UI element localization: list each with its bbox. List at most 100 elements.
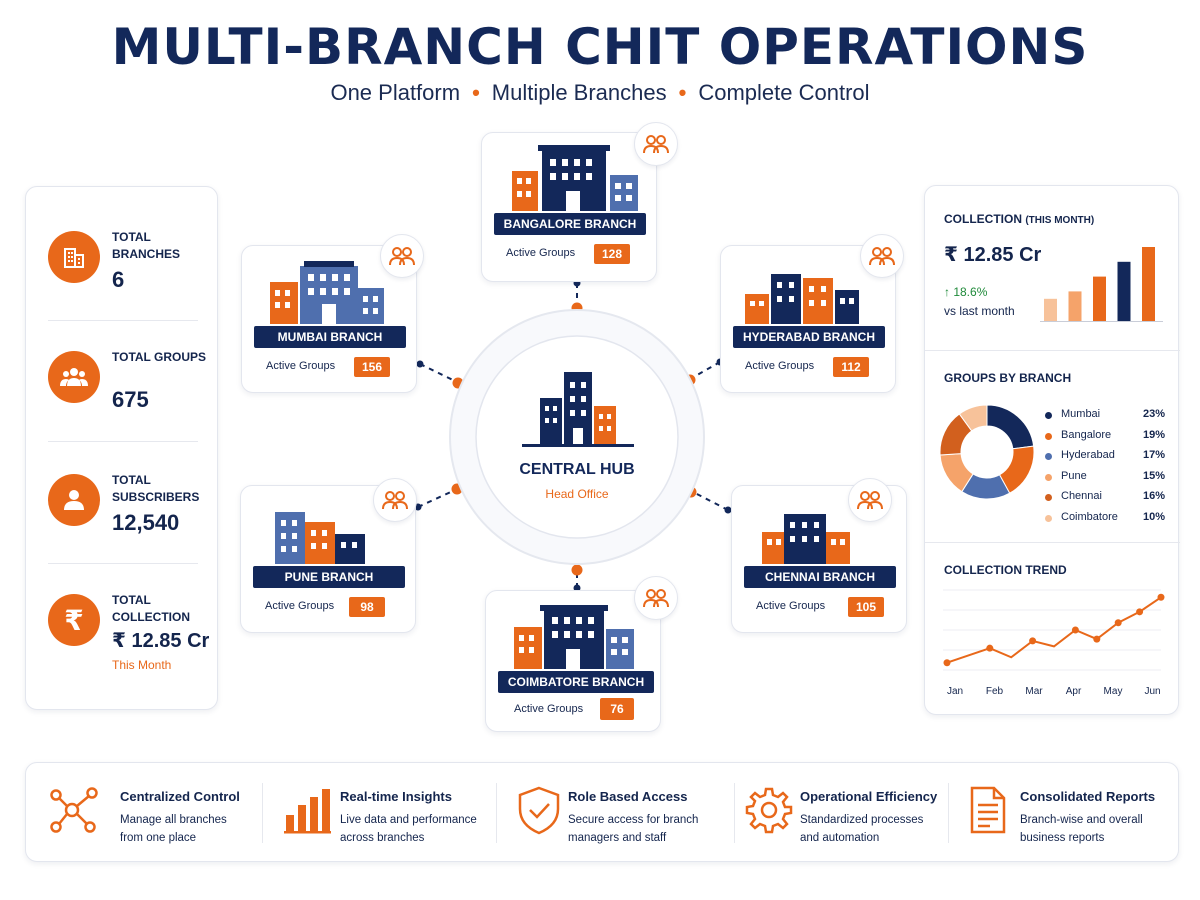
collection-bar bbox=[1142, 247, 1155, 321]
stat-label: TOTAL BRANCHES bbox=[112, 230, 181, 261]
divider bbox=[48, 441, 198, 442]
divider bbox=[925, 542, 1180, 543]
branch-building-icon bbox=[762, 514, 850, 564]
subtitle-separator: • bbox=[678, 80, 687, 105]
legend-swatch bbox=[1045, 473, 1052, 481]
groups-by-branch-title: GROUPS BY BRANCH bbox=[944, 371, 1072, 385]
shield-check-icon bbox=[518, 786, 560, 835]
feature-desc: Live data and performance across branche… bbox=[340, 814, 477, 844]
branch-building-icon bbox=[270, 261, 384, 324]
bar-chart-icon bbox=[284, 789, 331, 834]
user-icon bbox=[48, 474, 100, 526]
active-groups-label: Active Groups bbox=[514, 703, 584, 715]
trend-point bbox=[1136, 608, 1144, 616]
page-title: MULTI-BRANCH CHIT OPERATIONS bbox=[111, 18, 1089, 76]
collection-trend-chart bbox=[943, 589, 1165, 671]
legend-swatch bbox=[1045, 432, 1052, 440]
stat-label: TOTAL SUBSCRIBERS bbox=[112, 473, 200, 504]
collection-bar-chart bbox=[1040, 247, 1163, 322]
legend-swatch bbox=[1045, 494, 1052, 501]
network-icon bbox=[50, 787, 98, 833]
donut-slice-coimbatore bbox=[958, 404, 988, 432]
collection-bar bbox=[1093, 276, 1106, 321]
branch-name: PUNE BRANCH bbox=[253, 566, 405, 588]
people-icon bbox=[380, 234, 424, 278]
features-bar: Centralized Control Manage all branches … bbox=[25, 762, 1179, 862]
trend-title: COLLECTION TREND bbox=[944, 563, 1067, 577]
feature-desc: Standardized processes and automation bbox=[800, 814, 924, 844]
analytics-panel: COLLECTION (THIS MONTH) ₹ 12.85 Cr ↑ 18.… bbox=[924, 185, 1180, 715]
divider bbox=[925, 350, 1180, 351]
branch-card-chennai[interactable]: CHENNAI BRANCH Active Groups 105 bbox=[731, 485, 907, 633]
trend-x-tick-label: Jun bbox=[1144, 686, 1161, 697]
collection-title: COLLECTION (THIS MONTH) bbox=[944, 212, 1094, 226]
subtitle-part: Complete Control bbox=[698, 80, 870, 105]
branch-building-icon bbox=[275, 512, 365, 564]
feature-title: Role Based Access bbox=[568, 789, 688, 804]
active-groups-label: Active Groups bbox=[756, 600, 826, 612]
active-groups-label: Active Groups bbox=[265, 600, 335, 612]
legend-name: Bangalore bbox=[1061, 428, 1112, 441]
active-groups-label: Active Groups bbox=[266, 360, 336, 372]
stat-total-groups: TOTAL GROUPS 675 bbox=[26, 317, 219, 437]
divider bbox=[262, 783, 263, 843]
feature-title: Centralized Control bbox=[120, 789, 240, 804]
divider bbox=[734, 783, 735, 843]
people-icon bbox=[860, 234, 904, 278]
stat-total-collection: ₹ TOTAL COLLECTION ₹ 12.85 Cr This Month bbox=[26, 562, 219, 682]
legend-swatch bbox=[1045, 514, 1052, 522]
legend-percent: 17% bbox=[1142, 449, 1165, 461]
trend-point bbox=[1093, 635, 1101, 643]
stat-label: TOTAL GROUPS bbox=[112, 350, 207, 364]
hub-subtitle: Head Office bbox=[545, 487, 609, 501]
branch-name: MUMBAI BRANCH bbox=[254, 326, 406, 348]
feature-desc: Secure access for branch managers and st… bbox=[568, 814, 699, 844]
active-groups-label: Active Groups bbox=[745, 360, 815, 372]
collection-bar bbox=[1068, 291, 1082, 321]
subtitle-separator: • bbox=[472, 80, 480, 105]
branch-name: BANGALORE BRANCH bbox=[494, 213, 646, 235]
branch-building-icon bbox=[514, 605, 634, 669]
feature-role-based-access: Role Based Access Secure access for bran… bbox=[496, 763, 734, 863]
trend-point bbox=[1029, 637, 1037, 645]
trend-x-tick-label: Feb bbox=[985, 686, 1004, 697]
groups-donut-chart bbox=[939, 404, 1035, 500]
gear-icon bbox=[745, 787, 793, 834]
page-subtitle: One Platform•Multiple Branches•Complete … bbox=[0, 80, 1200, 106]
stat-label: TOTAL COLLECTION bbox=[112, 593, 190, 624]
subtitle-part: Multiple Branches bbox=[491, 80, 667, 105]
stat-note: This Month bbox=[112, 658, 172, 672]
stat-value: 12,540 bbox=[112, 510, 180, 535]
divider bbox=[48, 320, 198, 321]
active-groups-value: 76 bbox=[600, 698, 634, 720]
feature-title: Real-time Insights bbox=[340, 789, 452, 804]
collection-bar bbox=[1044, 298, 1057, 321]
legend-percent: 10% bbox=[1142, 510, 1165, 523]
branch-card-coimbatore[interactable]: COIMBATORE BRANCH Active Groups 76 bbox=[485, 590, 661, 732]
divider bbox=[48, 563, 198, 564]
branch-name: COIMBATORE BRANCH bbox=[498, 671, 654, 693]
rupee-icon: ₹ bbox=[48, 594, 100, 646]
feature-desc: Branch-wise and overall business reports bbox=[1020, 814, 1143, 844]
branch-card-bangalore[interactable]: BANGALORE BRANCH Active Groups 128 bbox=[481, 132, 657, 282]
feature-consolidated-reports: Consolidated Reports Branch-wise and ove… bbox=[948, 763, 1180, 863]
collection-title-text: COLLECTION bbox=[944, 212, 1022, 226]
legend-name: Pune bbox=[1061, 469, 1087, 482]
feature-desc: Manage all branches from one place bbox=[120, 814, 227, 844]
trend-point bbox=[1157, 593, 1165, 601]
trend-x-tick-label: Jan bbox=[946, 686, 964, 697]
people-icon bbox=[634, 122, 678, 166]
collection-value: ₹ 12.85 Cr bbox=[944, 244, 1042, 266]
divider bbox=[496, 783, 497, 843]
stat-value: 6 bbox=[112, 267, 125, 292]
legend-swatch bbox=[1045, 453, 1052, 460]
trend-point bbox=[986, 644, 994, 652]
collection-change: ↑ 18.6% bbox=[944, 285, 988, 299]
trend-x-tick-label: Mar bbox=[1025, 686, 1043, 697]
feature-title: Consolidated Reports bbox=[1020, 789, 1156, 804]
